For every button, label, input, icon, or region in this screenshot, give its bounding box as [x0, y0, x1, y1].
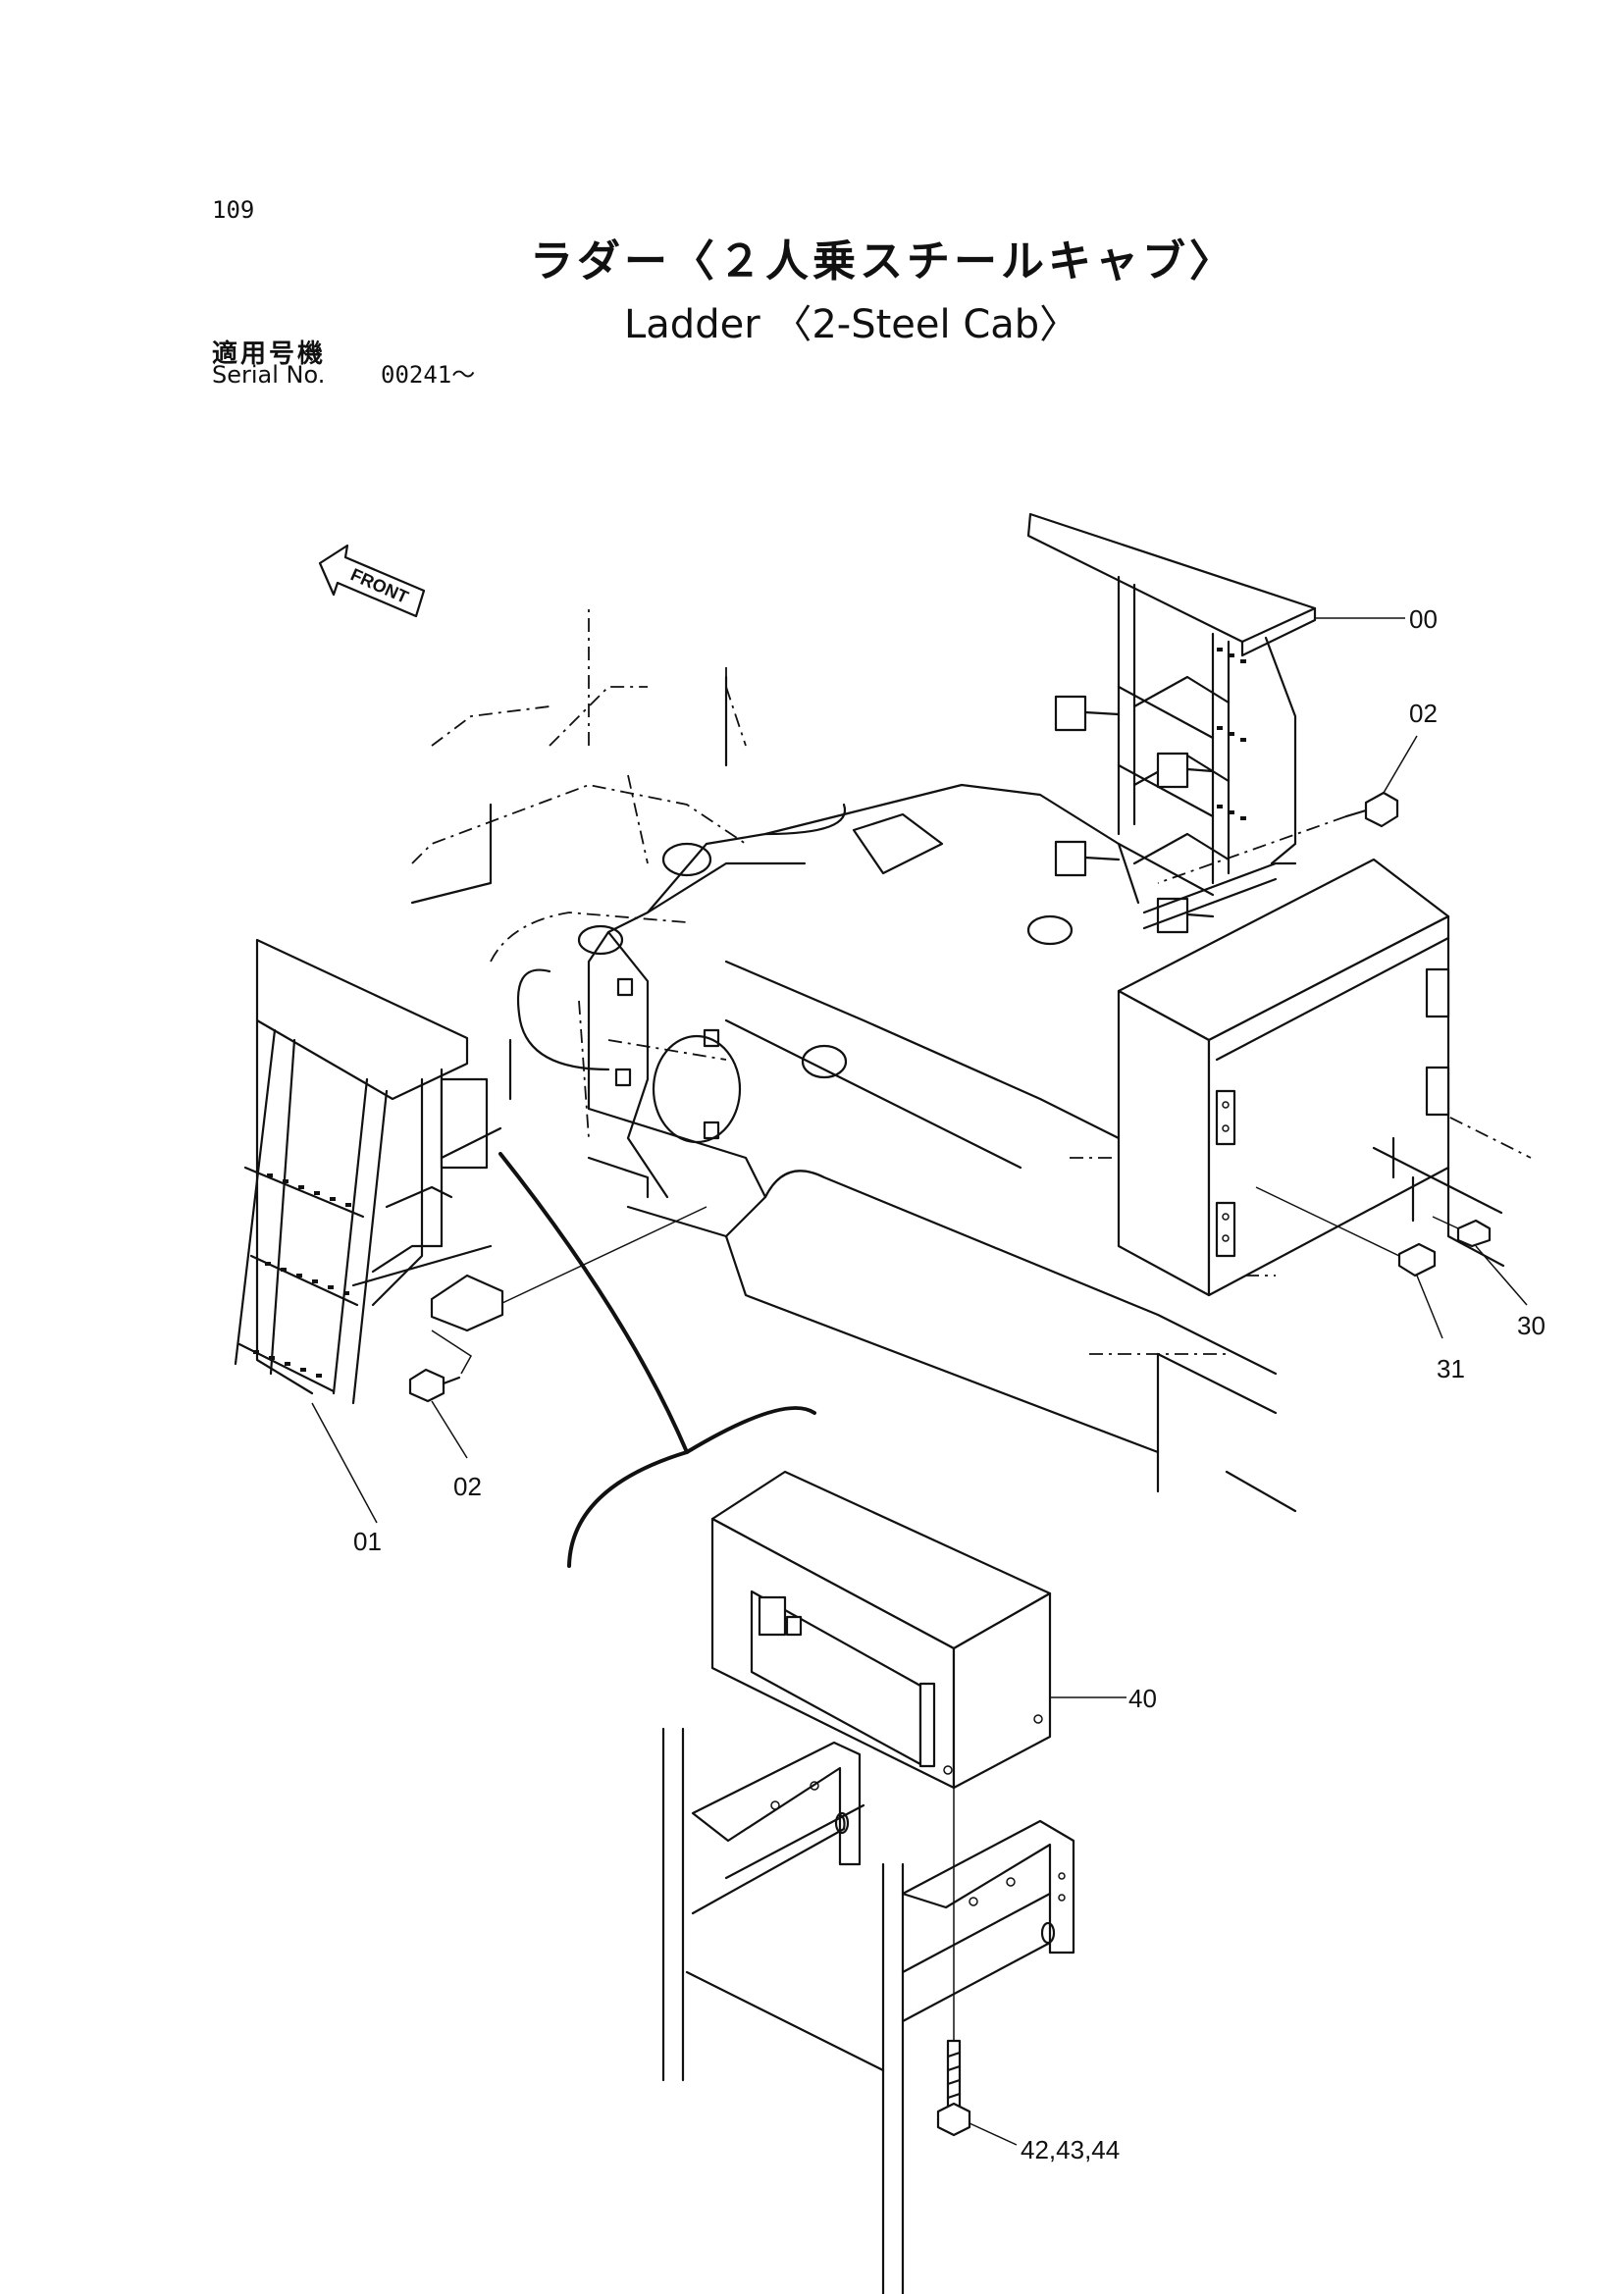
part-30-clamp [1432, 1216, 1528, 1306]
part-42-43-44-bolt [936, 1788, 1018, 2146]
serial-number-value: 00241～ [381, 361, 476, 389]
part-00-upper-ladder [1026, 512, 1405, 934]
detail-frame-curve [567, 1406, 816, 1568]
mounting-frame-lower [661, 1727, 1075, 2294]
detail-callout-curve [498, 1152, 689, 1454]
part-02-lower-bolt [408, 1368, 468, 1459]
title-english: Ladder 〈2-Steel Cab〉 [624, 302, 1079, 347]
title-japanese: ラダー〈２人乗スチールキャブ〉 [530, 236, 1236, 287]
machine-body [410, 675, 1297, 1513]
callout-40: 40 [1128, 1684, 1157, 1713]
storage-box-upper [1117, 858, 1505, 1297]
page-number: 109 [212, 196, 255, 224]
callout-42-43-44: 42,43,44 [1021, 2135, 1120, 2164]
callout-00: 00 [1409, 604, 1438, 634]
serial-label-english: Serial No. [212, 361, 326, 389]
serial-label-japanese: 適用号機 [212, 339, 327, 369]
part-31-clamp [1255, 1186, 1443, 1339]
part-02-upper-bolt [1157, 735, 1418, 884]
callout-31: 31 [1437, 1354, 1465, 1383]
callout-01: 01 [353, 1527, 382, 1556]
callout-02-upper: 02 [1409, 699, 1438, 728]
callout-30: 30 [1517, 1311, 1545, 1340]
part-40-tool-box [710, 1470, 1126, 1790]
part-01-lower-ladder [234, 938, 707, 1524]
front-arrow-icon: FRONT [318, 544, 426, 618]
callout-02-lower: 02 [453, 1472, 482, 1501]
